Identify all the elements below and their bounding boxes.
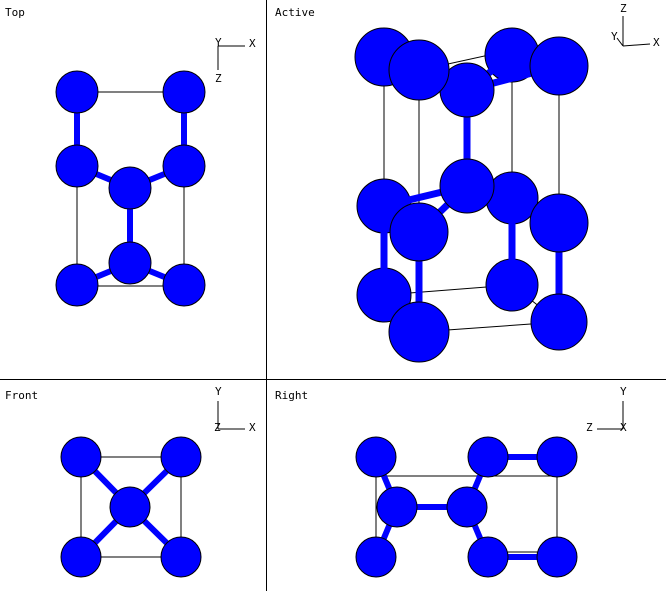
atom xyxy=(162,263,206,307)
viewport-label-front: Front xyxy=(5,389,39,402)
axis-label-x: X xyxy=(620,421,627,434)
axis-label-x: X xyxy=(653,36,660,49)
axis-gizmo: Y Z X xyxy=(214,385,256,434)
atom xyxy=(160,536,202,578)
viewport-front[interactable]: Front Y Z X xyxy=(0,380,266,591)
top-structure: Y X Z xyxy=(55,36,256,307)
viewport-top[interactable]: Top Y X Z xyxy=(0,0,266,379)
atoms xyxy=(355,436,578,578)
atom xyxy=(536,536,578,578)
atoms xyxy=(60,436,202,578)
atom xyxy=(388,39,450,101)
atom xyxy=(439,158,495,214)
atom xyxy=(162,144,206,188)
atom xyxy=(55,70,99,114)
horizontal-divider[interactable] xyxy=(0,379,666,380)
atom xyxy=(162,70,206,114)
atom xyxy=(60,536,102,578)
axis-label-y: Y xyxy=(611,30,618,43)
atoms-front xyxy=(388,36,589,363)
atom xyxy=(530,293,588,351)
axis-label-z: Z xyxy=(214,421,221,434)
atom xyxy=(160,436,202,478)
viewport-label-top: Top xyxy=(5,6,25,19)
atom xyxy=(446,486,488,528)
axis-label-y: Y xyxy=(215,385,222,398)
right-structure: Y Z X xyxy=(355,385,627,578)
axis-label-z: Z xyxy=(215,72,222,85)
atom xyxy=(55,144,99,188)
atom xyxy=(467,436,509,478)
atoms xyxy=(55,70,206,307)
atom xyxy=(109,486,151,528)
unit-cell xyxy=(80,456,182,558)
atom xyxy=(376,486,418,528)
axis-label-z: Z xyxy=(620,2,627,15)
axis-gizmo: Y X Z xyxy=(215,36,256,85)
unit-cell xyxy=(76,91,185,287)
atom xyxy=(355,536,397,578)
front-structure: Y Z X xyxy=(60,385,256,578)
atom xyxy=(355,436,397,478)
viewport-right[interactable]: Right Y Z X xyxy=(267,380,666,591)
atom xyxy=(529,36,589,96)
atom xyxy=(467,536,509,578)
vertical-divider[interactable] xyxy=(266,0,267,591)
axis-gizmo: Y Z X xyxy=(586,385,627,434)
atom xyxy=(529,193,589,253)
atom xyxy=(388,301,450,363)
atom xyxy=(60,436,102,478)
viewport-label-active: Active xyxy=(275,6,315,19)
atom xyxy=(536,436,578,478)
axis-label-x: X xyxy=(249,37,256,50)
axis-label-z: Z xyxy=(586,421,593,434)
axis-gizmo: Z Y X xyxy=(611,2,660,49)
axis-label-x: X xyxy=(249,421,256,434)
atom xyxy=(55,263,99,307)
atom xyxy=(108,241,152,285)
atom xyxy=(108,166,152,210)
viewport-label-right: Right xyxy=(275,389,309,402)
axis-label-y: Y xyxy=(215,36,222,49)
atom xyxy=(389,202,449,262)
viewport-active[interactable]: Active Z Y X xyxy=(267,0,666,379)
active-structure: Z Y X xyxy=(354,2,660,363)
axis-label-y: Y xyxy=(620,385,627,398)
